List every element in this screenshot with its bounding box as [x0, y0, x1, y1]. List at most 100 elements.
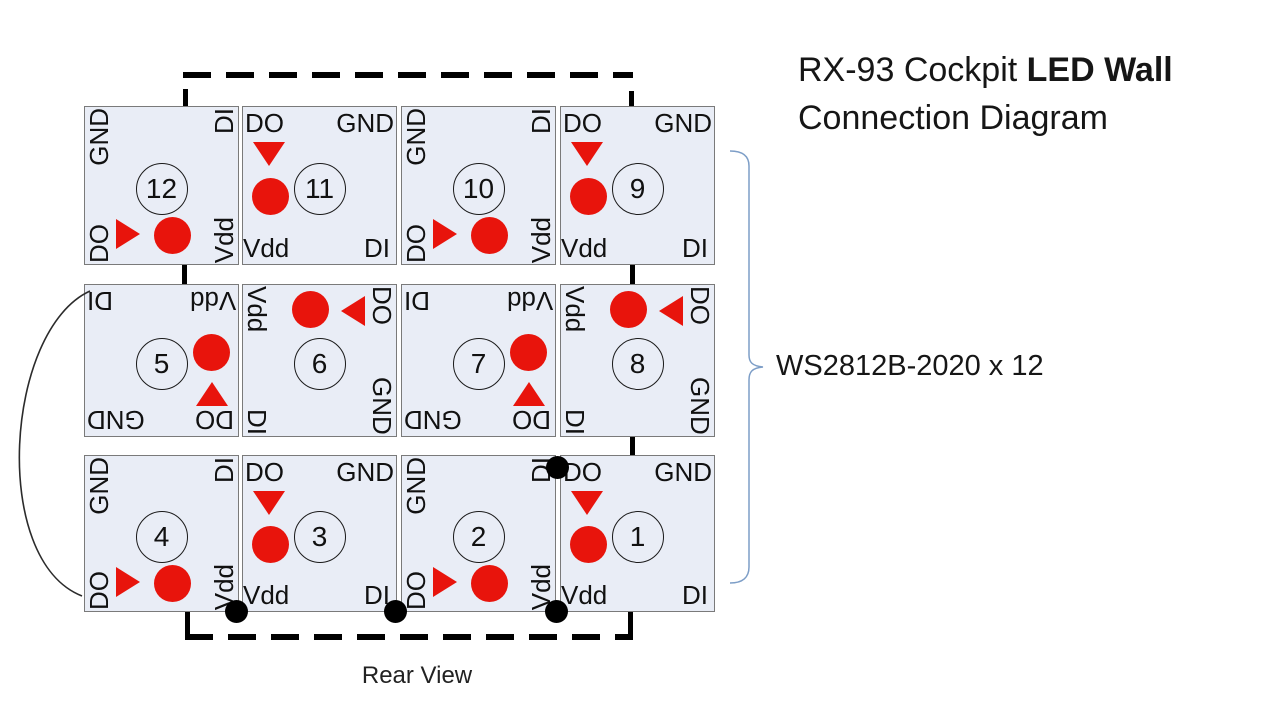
pin-gnd-label: GND	[685, 377, 715, 435]
module-number-badge: 1	[611, 510, 664, 563]
pin-do-label: DO	[195, 405, 234, 435]
pin-do-label: DO	[563, 457, 602, 487]
pin-do-label: DO	[563, 108, 602, 138]
module-number-badge: 6	[293, 337, 346, 390]
led-circle-icon	[252, 177, 290, 215]
module-number-badge: 4	[135, 510, 188, 563]
data-flow-arrow-icon	[571, 142, 603, 167]
led-circle-icon	[252, 525, 290, 563]
led-module-2: GND DI DO Vdd 2	[401, 455, 556, 612]
rear-view-caption: Rear View	[361, 662, 473, 689]
data-flow-arrow-icon	[659, 295, 684, 326]
pin-di-label: DI	[209, 457, 239, 483]
pin-gnd-label: GND	[336, 108, 394, 138]
data-flow-arrow-icon	[253, 490, 285, 515]
pin-gnd-label: GND	[84, 108, 114, 166]
pin-di-label: DI	[682, 580, 708, 610]
module-number-badge: 3	[293, 510, 346, 563]
led-module-7: DI Vdd GND DO 7	[401, 284, 556, 437]
pin-do-label: DO	[245, 108, 284, 138]
led-module-3: DO GND Vdd DI 3	[242, 455, 397, 612]
pin-gnd-label: GND	[654, 457, 712, 487]
led-circle-icon	[570, 525, 608, 563]
pin-do-label: DO	[685, 286, 715, 325]
data-flow-arrow-icon	[115, 566, 140, 597]
pin-do-label: DO	[84, 224, 114, 263]
module-number-badge: 10	[452, 162, 505, 215]
part-count-label: WS2812B-2020 x 12	[776, 350, 1044, 382]
pin-vdd-label: Vdd	[506, 286, 553, 316]
title-prefix: RX-93 Cockpit	[798, 51, 1018, 89]
solder-joint-dot	[384, 600, 407, 623]
led-circle-icon	[153, 564, 191, 602]
page-title: RX-93 Cockpit LED Wall Connection Diagra…	[798, 46, 1238, 143]
pin-di-label: DI	[209, 108, 239, 134]
data-flow-arrow-icon	[341, 295, 366, 326]
led-circle-icon	[153, 217, 191, 255]
pin-di-label: DI	[87, 286, 113, 316]
pin-vdd-label: Vdd	[560, 286, 590, 333]
title-line2: Connection Diagram	[798, 99, 1108, 138]
pin-gnd-label: GND	[401, 108, 431, 166]
led-circle-icon	[609, 290, 647, 328]
led-module-11: DO GND Vdd DI 11	[242, 106, 397, 265]
data-flow-arrow-icon	[115, 219, 140, 250]
row-link-left	[182, 264, 187, 284]
row-link-right-upper	[630, 264, 635, 284]
module-number-badge: 11	[293, 162, 346, 215]
bus-stub-bottom-left	[185, 611, 190, 638]
pin-di-label: DI	[560, 409, 590, 435]
row-link-right-lower	[630, 437, 635, 455]
led-module-5: DI Vdd GND DO 5	[84, 284, 239, 437]
led-module-1: DO GND Vdd DI 1	[560, 455, 715, 612]
data-flow-arrow-icon	[432, 566, 457, 597]
pin-do-label: DO	[367, 286, 397, 325]
grouping-brace	[729, 150, 764, 584]
module-number-badge: 5	[135, 337, 188, 390]
pin-di-label: DI	[364, 233, 390, 263]
module-number-badge: 12	[135, 162, 188, 215]
pin-vdd-label: Vdd	[189, 286, 236, 316]
pin-vdd-label: Vdd	[243, 580, 290, 610]
pin-di-label: DI	[682, 233, 708, 263]
pin-vdd-label: Vdd	[243, 233, 290, 263]
pin-vdd-label: Vdd	[526, 216, 556, 263]
led-module-8: Vdd DO DI GND 8	[560, 284, 715, 437]
led-circle-icon	[510, 334, 548, 372]
module-number-badge: 2	[452, 510, 505, 563]
pin-gnd-label: GND	[654, 108, 712, 138]
pin-gnd-label: GND	[404, 405, 462, 435]
pin-vdd-label: Vdd	[242, 286, 272, 333]
pin-vdd-label: Vdd	[209, 216, 239, 263]
module-number-badge: 8	[611, 337, 664, 390]
top-dashed-bus-line	[183, 72, 633, 78]
led-module-6: Vdd DO DI GND 6	[242, 284, 397, 437]
pin-gnd-label: GND	[367, 377, 397, 435]
data-flow-arrow-icon	[195, 381, 228, 406]
pin-gnd-label: GND	[84, 457, 114, 515]
pin-gnd-label: GND	[401, 457, 431, 515]
bus-stub-bottom-right	[628, 612, 633, 638]
pin-gnd-label: GND	[336, 457, 394, 487]
pin-do-label: DO	[512, 405, 551, 435]
bottom-dashed-bus-line	[185, 634, 633, 640]
pin-di-label: DI	[404, 286, 430, 316]
led-module-4: GND DI DO Vdd 4	[84, 455, 239, 612]
pin-gnd-label: GND	[87, 405, 145, 435]
led-module-10: GND DI DO Vdd 10	[401, 106, 556, 265]
led-circle-icon	[193, 334, 231, 372]
led-circle-icon	[291, 290, 329, 328]
pin-do-label: DO	[84, 571, 114, 610]
led-module-9: DO GND Vdd DI 9	[560, 106, 715, 265]
data-flow-arrow-icon	[512, 381, 545, 406]
pin-do-label: DO	[401, 571, 431, 610]
solder-joint-dot	[546, 456, 569, 479]
solder-joint-dot	[225, 600, 248, 623]
pin-do-label: DO	[245, 457, 284, 487]
pin-vdd-label: Vdd	[561, 580, 608, 610]
led-module-12: GND DI DO Vdd 12	[84, 106, 239, 265]
data-wire-arc	[18, 290, 91, 597]
pin-vdd-label: Vdd	[561, 233, 608, 263]
data-flow-arrow-icon	[432, 219, 457, 250]
